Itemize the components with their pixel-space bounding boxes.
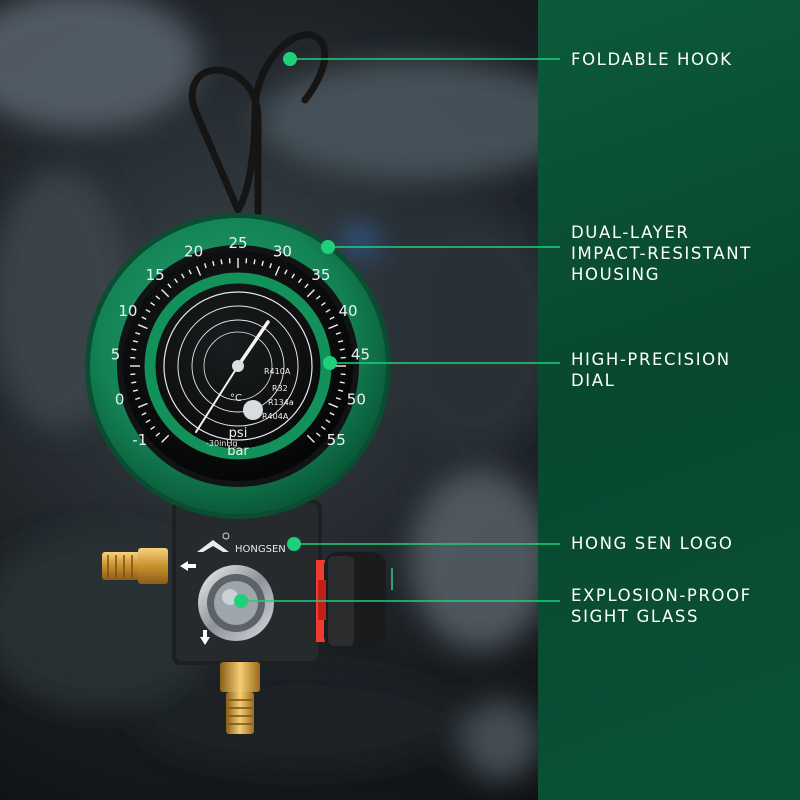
gauge-tick [306,289,315,298]
gauge-tick [155,432,161,437]
gauge-tick [173,278,179,284]
unit-celsius-label: °C [230,393,242,404]
gauge-tick [180,273,185,279]
gauge-tick [269,263,273,269]
brand-logo-text: HONGSEN [235,544,286,555]
bottom-brass-fitting [220,662,260,734]
gauge-scale-label: 35 [311,266,330,284]
gauge-tick [274,265,280,276]
gauge-tick [315,432,321,437]
gauge-tick [131,348,137,351]
gauge-tick [135,331,141,335]
gauge-tick [297,278,303,284]
gauge-tick [339,381,345,384]
refrigerant-label-4: R404A [262,412,289,421]
gauge-scale-label: 0 [115,391,125,409]
gauge-scale-label: 45 [351,346,370,364]
callout-hook-label: FOLDABLE HOOK [571,50,733,69]
gauge-tick [335,331,341,335]
gauge-dial: -1 0 5 10 15 20 25 30 35 40 45 50 55 [111,234,370,481]
unit-bar-label: bar [227,444,249,459]
gauge-tick [137,402,148,408]
gauge-tick [306,434,315,443]
gauge-tick [339,348,345,351]
refrigerant-label-1: R410A [264,367,291,376]
refrigerant-label-3: R134a [268,398,294,407]
brand-logo-mark [197,532,230,552]
gauge-tick [161,434,170,443]
vacuum-label: -30inHg [206,439,237,448]
gauge-tick [328,402,339,408]
gauge-tick [141,316,147,320]
callout-dial-label: HIGH-PRECISION DIAL [571,350,731,390]
gauge-tick [155,295,161,300]
flow-arrows [180,561,210,645]
gauge-tick [196,265,202,276]
gauge-tick [203,263,207,269]
gauge-tick [329,412,335,416]
feature-panel [538,0,800,800]
gauge-tick [220,259,223,265]
gauge-tick [150,425,156,431]
foldable-hook [188,31,329,226]
sight-glass-ring [198,565,274,641]
callout-logo-label: HONG SEN LOGO [571,534,734,553]
gauge-scale-label: 15 [146,266,165,284]
gauge-scale-label: 40 [339,302,358,320]
gauge-tick [145,419,151,424]
gauge-tick [261,260,264,267]
gauge-tick [132,389,139,392]
gauge-scale-label: 20 [184,242,203,260]
gauge-scale-label: 55 [327,431,346,449]
gauge-tick [325,308,331,313]
gauge-tick [335,397,341,401]
gauge-scale-label: -1 [132,431,147,449]
gauge-tick [131,381,137,384]
gauge-tick [150,301,156,307]
unit-psi-label: psi [229,426,248,441]
gauge-tick [161,289,170,298]
gauge-tick [320,301,326,307]
gauge-tick [304,283,309,289]
gauge-scale-label: 30 [273,242,292,260]
gauge-tick [145,308,151,313]
gauge-scale-label: 5 [111,346,121,364]
gauge-tick [315,295,321,300]
gauge-scale-label: 25 [228,234,247,252]
gauge-tick [253,259,256,265]
gauge-tick [135,397,141,401]
gauge-tick [320,425,326,431]
gauge-tick [328,324,339,330]
refrigerant-label-2: R32 [272,384,288,393]
gauge-tick [329,316,335,320]
valve-knob [316,552,393,650]
gauge-tick [212,260,215,267]
gauge-tick [337,389,344,392]
gauge-tick [132,340,139,343]
gauge-tick [325,419,331,424]
gauge-tick [291,273,296,279]
left-brass-fitting [102,548,168,584]
gauge-tick [284,269,288,275]
callout-sight-glass-label: EXPLOSION-PROOF SIGHT GLASS [571,586,752,626]
gauge-tick [167,283,172,289]
gauge-tick [137,324,148,330]
callout-housing-label: DUAL-LAYER IMPACT-RESISTANT HOUSING [571,223,752,284]
gauge-tick [188,269,192,275]
gauge-scale-label: 10 [118,302,137,320]
gauge-tick [141,412,147,416]
gauge-tick [337,340,344,343]
gauge-scale-label: 50 [347,391,366,409]
